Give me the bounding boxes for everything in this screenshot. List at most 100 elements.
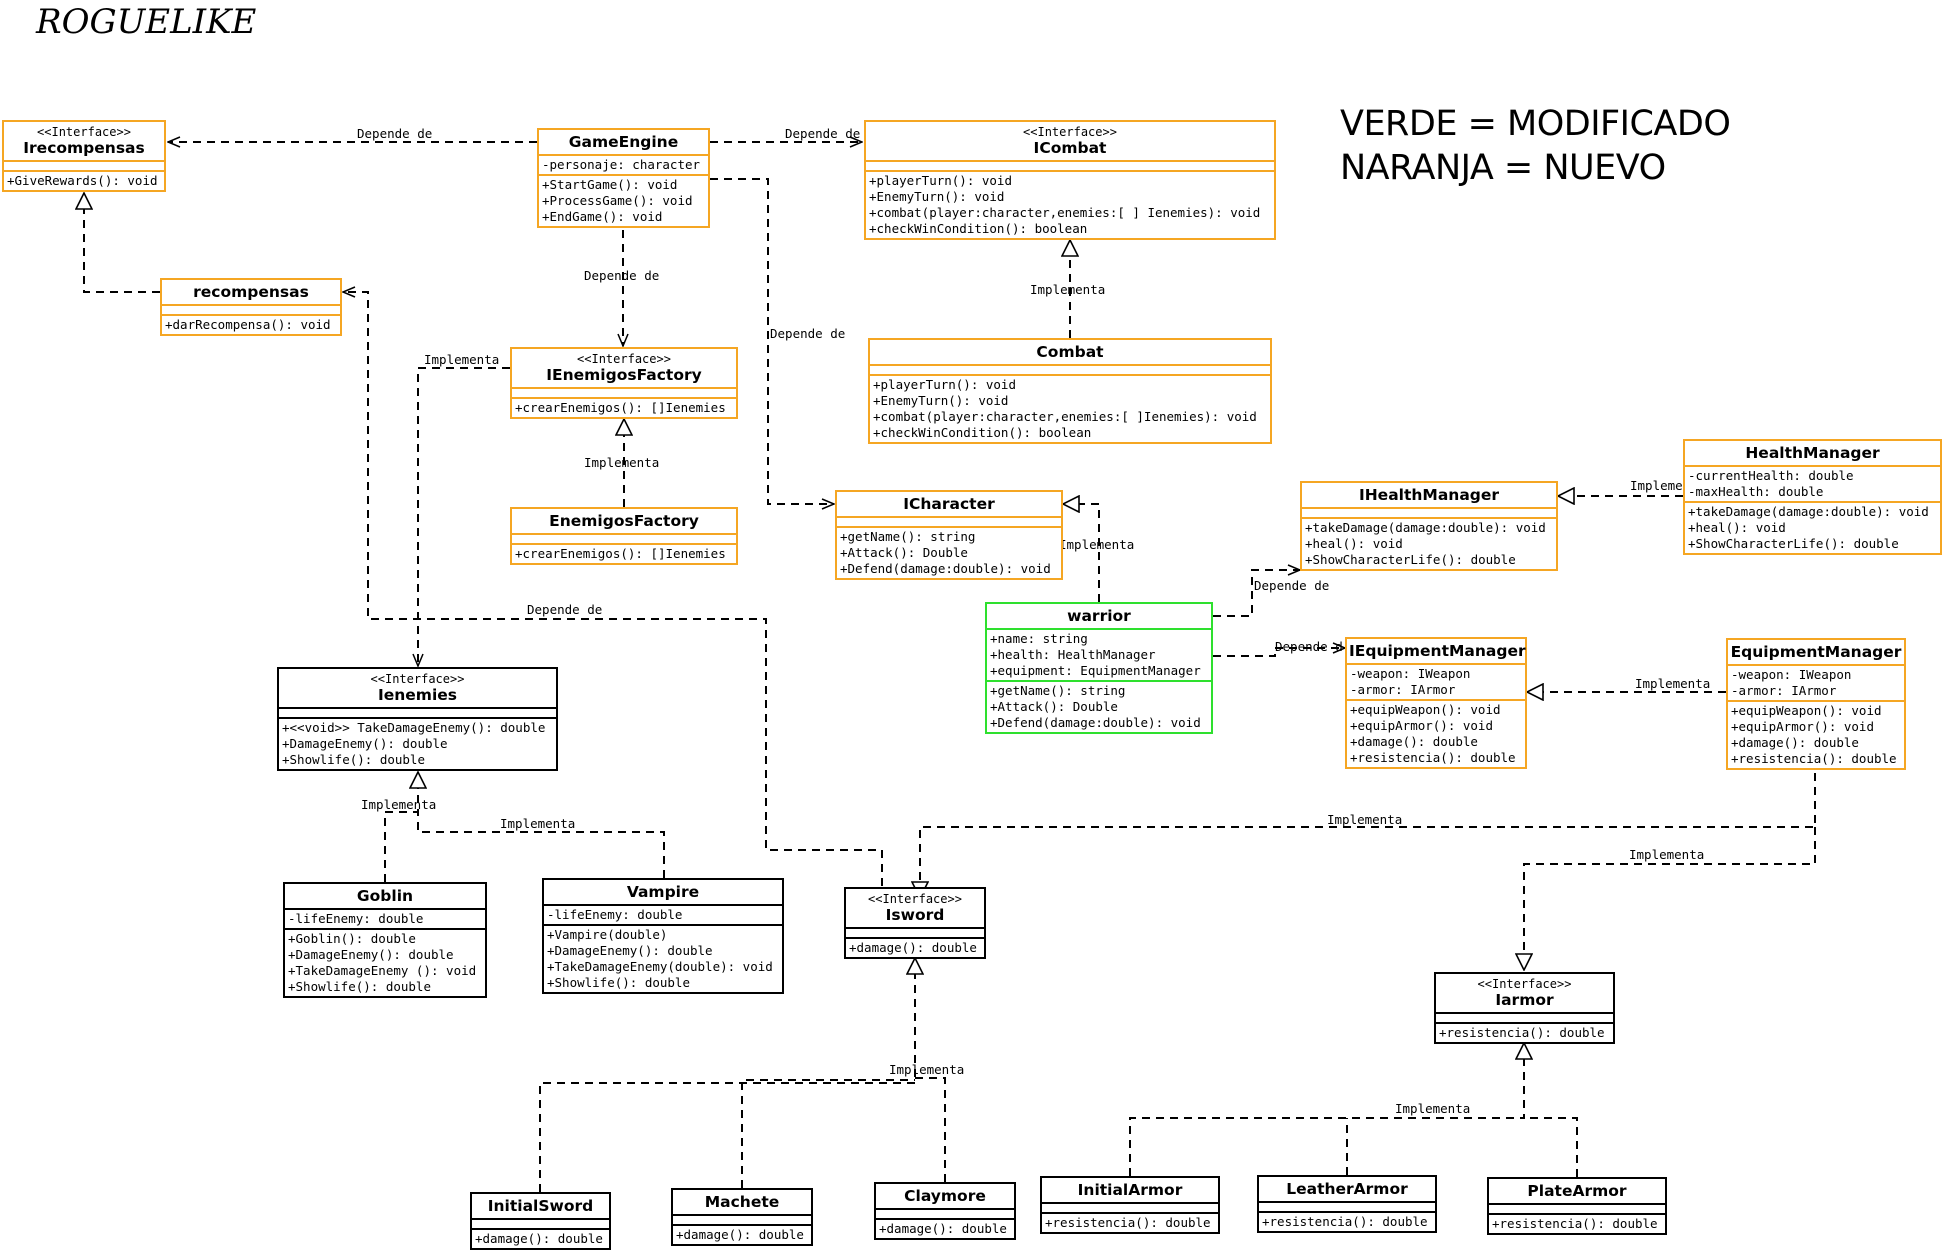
class-equipmentmanager: EquipmentManager -weapon: IWeapon-armor:… bbox=[1726, 638, 1906, 770]
methods: +resistencia(): double bbox=[1042, 1212, 1218, 1232]
member-line: +Showlife(): double bbox=[547, 975, 690, 990]
member-line: +equipArmor(): void bbox=[1350, 718, 1493, 733]
member-line: +damage(): double bbox=[475, 1231, 603, 1246]
member-line: +damage(): double bbox=[1731, 735, 1859, 750]
member-line: +EnemyTurn(): void bbox=[873, 393, 1009, 408]
edge-warrior-ihealthmanager bbox=[1213, 570, 1300, 617]
class-name: ICombat bbox=[1033, 139, 1107, 157]
class-name: Machete bbox=[704, 1193, 780, 1211]
member-line: +equipWeapon(): void bbox=[1350, 702, 1501, 717]
class-name: PlateArmor bbox=[1527, 1182, 1627, 1200]
edge-vampire-ienemies bbox=[417, 812, 665, 878]
class-name: Claymore bbox=[904, 1187, 986, 1205]
attributes bbox=[162, 304, 340, 314]
class-warrior: warrior +name: string+health: HealthMana… bbox=[985, 602, 1213, 734]
edge-initialsword-isword bbox=[539, 958, 915, 1192]
member-line: -maxHealth: double bbox=[1688, 484, 1824, 499]
member-line: +Vampire(double) bbox=[547, 927, 668, 942]
class-name: InitialArmor bbox=[1077, 1181, 1183, 1199]
class-goblin: Goblin -lifeEnemy: double +Goblin(): dou… bbox=[283, 882, 487, 998]
class-name: HealthManager bbox=[1745, 444, 1880, 462]
methods: +darRecompensa(): void bbox=[162, 314, 340, 334]
edge-recompensas-irecompensas bbox=[84, 193, 160, 293]
member-line: +damage(): double bbox=[849, 940, 977, 955]
methods: +Vampire(double)+DamageEnemy(): double+T… bbox=[544, 924, 782, 992]
member-line: +getName(): string bbox=[840, 529, 976, 544]
label-implementa-12: Implementa bbox=[1395, 1101, 1470, 1116]
member-line: +checkWinCondition(): boolean bbox=[869, 221, 1088, 236]
edge-equipmentmanager-isword bbox=[920, 773, 1816, 898]
stereotype: <<Interface>> bbox=[37, 125, 131, 139]
attributes bbox=[4, 160, 164, 170]
attributes: -lifeEnemy: double bbox=[285, 908, 485, 928]
member-line: +takeDamage(damage:double): void bbox=[1305, 520, 1546, 535]
attributes: -weapon: IWeapon-armor: IArmor bbox=[1347, 663, 1525, 699]
methods: +equipWeapon(): void+equipArmor(): void+… bbox=[1728, 700, 1904, 768]
member-line: +name: string bbox=[990, 631, 1088, 646]
member-line: +health: HealthManager bbox=[990, 647, 1156, 662]
member-line: +playerTurn(): void bbox=[873, 377, 1016, 392]
methods: +damage(): double bbox=[846, 937, 984, 957]
class-ienemigosfactory: <<Interface>>IEnemigosFactory +crearEnem… bbox=[510, 347, 738, 419]
member-line: +checkWinCondition(): boolean bbox=[873, 425, 1092, 440]
member-line: -currentHealth: double bbox=[1688, 468, 1854, 483]
attributes: -weapon: IWeapon-armor: IArmor bbox=[1728, 664, 1904, 700]
label-implementa-3: Implementa bbox=[584, 455, 659, 470]
methods: +equipWeapon(): void+equipArmor(): void+… bbox=[1347, 699, 1525, 767]
attributes: +name: string+health: HealthManager+equi… bbox=[987, 628, 1211, 680]
class-name: Goblin bbox=[356, 887, 414, 905]
label-implementa-11: Implementa bbox=[889, 1062, 964, 1077]
class-platearmor: PlateArmor +resistencia(): double bbox=[1487, 1177, 1667, 1235]
member-line: +TakeDamageEnemy (): void bbox=[288, 963, 477, 978]
methods: +getName(): string+Attack(): Double+Defe… bbox=[987, 680, 1211, 732]
label-depende-5: Depende de bbox=[527, 602, 602, 617]
attributes: -currentHealth: double-maxHealth: double bbox=[1685, 465, 1940, 501]
class-icombat: <<Interface>>ICombat +playerTurn(): void… bbox=[864, 120, 1276, 240]
methods: +Goblin(): double+DamageEnemy(): double+… bbox=[285, 928, 485, 996]
methods: +crearEnemigos(): []Ienemies bbox=[512, 543, 736, 563]
member-line: +playerTurn(): void bbox=[869, 173, 1012, 188]
class-name: Irecompensas bbox=[23, 139, 145, 157]
class-ienemies: <<Interface>>Ienemies +<<void>> TakeDama… bbox=[277, 667, 558, 771]
member-line: +damage(): double bbox=[879, 1221, 1007, 1236]
member-line: +Defend(damage:double): void bbox=[990, 715, 1201, 730]
class-name: EnemigosFactory bbox=[549, 512, 699, 530]
member-line: -weapon: IWeapon bbox=[1350, 666, 1471, 681]
class-name: ICharacter bbox=[903, 495, 995, 513]
class-name: Vampire bbox=[626, 883, 700, 901]
methods: +resistencia(): double bbox=[1489, 1213, 1665, 1233]
class-gameengine: GameEngine -personaje: character +StartG… bbox=[537, 128, 710, 228]
member-line: -personaje: character bbox=[542, 157, 701, 172]
edge-warrior-iequipmentmanager bbox=[1213, 648, 1345, 657]
class-iequipmentmanager: IEquipmentManager -weapon: IWeapon-armor… bbox=[1345, 637, 1527, 769]
methods: +damage(): double bbox=[876, 1218, 1014, 1238]
member-line: +resistencia(): double bbox=[1492, 1216, 1658, 1231]
member-line: -lifeEnemy: double bbox=[547, 907, 683, 922]
class-name: Combat bbox=[1036, 343, 1104, 361]
class-name: InitialSword bbox=[487, 1197, 594, 1215]
stereotype: <<Interface>> bbox=[370, 672, 465, 686]
attributes bbox=[673, 1214, 811, 1224]
member-line: -armor: IArmor bbox=[1350, 682, 1456, 697]
member-line: +Attack(): Double bbox=[990, 699, 1118, 714]
member-line: +combat(player:character,enemies:[ ]Iene… bbox=[873, 409, 1257, 424]
label-implementa-8: Implementa bbox=[1629, 847, 1704, 862]
edge-goblin-ienemies bbox=[384, 772, 418, 882]
class-name: recompensas bbox=[193, 283, 309, 301]
class-name: GameEngine bbox=[568, 133, 679, 151]
member-line: +EndGame(): void bbox=[542, 209, 663, 224]
methods: +takeDamage(damage:double): void+heal():… bbox=[1302, 517, 1556, 569]
member-line: +DamageEnemy(): double bbox=[282, 736, 448, 751]
methods: +getName(): string+Attack(): Double+Defe… bbox=[837, 526, 1061, 578]
member-line: -armor: IArmor bbox=[1731, 683, 1837, 698]
member-line: +crearEnemigos(): []Ienemies bbox=[515, 400, 726, 415]
methods: +damage(): double bbox=[673, 1224, 811, 1244]
label-implementa-4: Implementa bbox=[1059, 537, 1134, 552]
class-ihealthmanager: IHealthManager +takeDamage(damage:double… bbox=[1300, 481, 1558, 571]
member-line: +resistencia(): double bbox=[1439, 1025, 1605, 1040]
class-claymore: Claymore +damage(): double bbox=[874, 1182, 1016, 1240]
label-implementa-6: Implementa bbox=[1635, 676, 1710, 691]
attributes bbox=[1489, 1203, 1665, 1213]
attributes bbox=[837, 516, 1061, 526]
member-line: +crearEnemigos(): []Ienemies bbox=[515, 546, 726, 561]
